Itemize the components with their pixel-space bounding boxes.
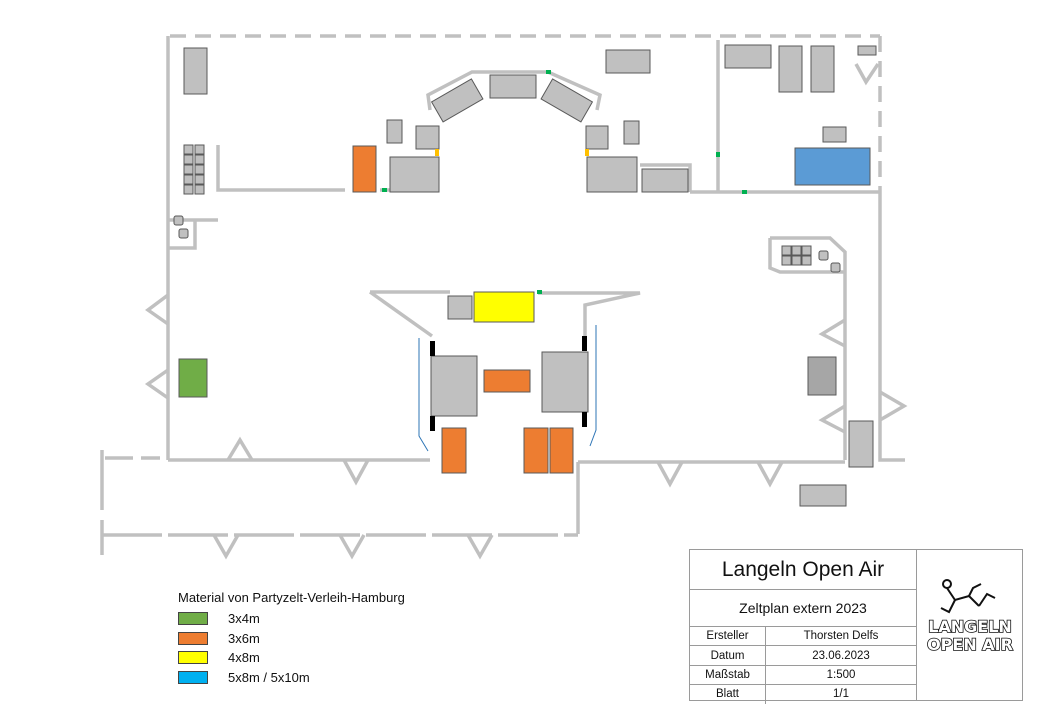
legend-swatch [178,670,208,684]
box [585,125,609,150]
bottom-triangle-7 [756,461,784,488]
stage-right-wall [640,163,692,192]
row-key: Blatt [690,685,766,704]
tent-3x6 [549,427,574,474]
tent-3x6 [352,145,377,193]
box [447,295,473,320]
title-block: Langeln Open Air Zeltplan extern 2023 Er… [689,549,1023,704]
box [586,156,638,193]
bottom-triangle-1 [226,436,254,461]
title-row-sheet: Blatt 1/1 [690,685,916,704]
grey-objects [173,44,877,507]
box [386,119,403,144]
row-key: Datum [690,646,766,665]
legend-item: 4x8m [178,648,405,668]
row-value: Thorsten Delfs [803,630,879,643]
title-row-creator: Ersteller Thorsten Delfs [690,627,916,647]
tent-3x6 [483,369,531,393]
box [605,49,651,74]
left-room-wall [216,145,345,192]
title-row-scale: Maßstab 1:500 [690,665,916,686]
legend-label: 4x8m [228,650,260,666]
tent-4x8 [473,291,535,323]
colored-tents [178,145,871,474]
box [430,355,478,417]
legend: Material von Partyzelt-Verleih-Hamburg 3… [178,590,405,687]
right-triangle-1 [818,318,846,348]
legend-title: Material von Partyzelt-Verleih-Hamburg [178,590,405,605]
walls [100,34,908,560]
legend-item: 3x6m [178,629,405,649]
row-value: 23.06.2023 [812,649,870,662]
legend-item: 3x4m [178,609,405,629]
legend-label: 5x8m / 5x10m [228,669,310,685]
tent-3x4 [178,358,208,398]
box [541,351,589,413]
left-triangle-2 [144,368,170,400]
title-row-date: Datum 23.06.2023 [690,646,916,666]
logo-line2: OPEN AIR [927,635,1013,654]
logo-line1: LANGELN [928,617,1012,636]
row-value: 1/1 [833,688,849,701]
box [415,125,440,150]
legend-swatch [178,651,208,665]
bottom-triangle-4 [338,534,366,560]
legend-swatch [178,631,208,645]
box [724,44,772,69]
tent-5x8 [794,147,871,186]
bottom-triangle-5 [466,534,494,560]
box [810,45,835,93]
center-funnel-right [538,291,641,336]
row-value: 1:500 [826,668,856,681]
door-markers [382,70,747,431]
box [848,420,874,468]
row-key: Maßstab [690,665,766,685]
row-key: Ersteller [690,627,766,646]
plan-subtitle: Zeltplan extern 2023 [690,590,916,627]
top-right-triangle [854,63,880,86]
tent-3x6 [441,427,467,474]
right-inner-room [770,236,847,460]
right-outer-wall [878,192,905,462]
legend-label: 3x6m [228,630,260,646]
box [173,215,184,226]
legend-label: 3x4m [228,611,260,627]
rotated-box [430,78,484,123]
blue-lines [418,325,597,452]
plan-title: Langeln Open Air [690,550,916,590]
box [178,228,189,239]
bottom-triangle-2 [342,459,370,486]
box [818,250,829,261]
right-triangle-2 [818,404,846,434]
box [822,126,847,143]
logo-icon: LANGELN OPEN AIR [926,579,1014,655]
box [830,262,841,273]
box [799,484,847,507]
tent-3x6 [523,427,549,474]
left-small-wall-2 [168,220,197,250]
bottom-triangle-3 [212,534,240,560]
box [623,120,640,145]
right-inner-room-2 [768,238,845,274]
box [778,45,803,93]
grid-object [183,144,812,266]
box [641,168,689,193]
box [389,156,440,193]
stage-arc [426,70,602,111]
box [857,45,877,56]
box [183,47,208,95]
legend-swatch [178,612,208,626]
left-triangle-1 [145,293,170,326]
dark-box [807,356,837,396]
center-funnel-left [368,290,450,338]
title-block-text: Langeln Open Air Zeltplan extern 2023 Er… [690,550,917,704]
right-outer-triangle [879,390,908,422]
legend-item: 5x8m / 5x10m [178,668,405,688]
bottom-triangle-6 [656,461,684,488]
box [489,74,537,99]
langeln-open-air-logo: LANGELN OPEN AIR [917,550,1023,700]
rotated-box [540,78,594,123]
